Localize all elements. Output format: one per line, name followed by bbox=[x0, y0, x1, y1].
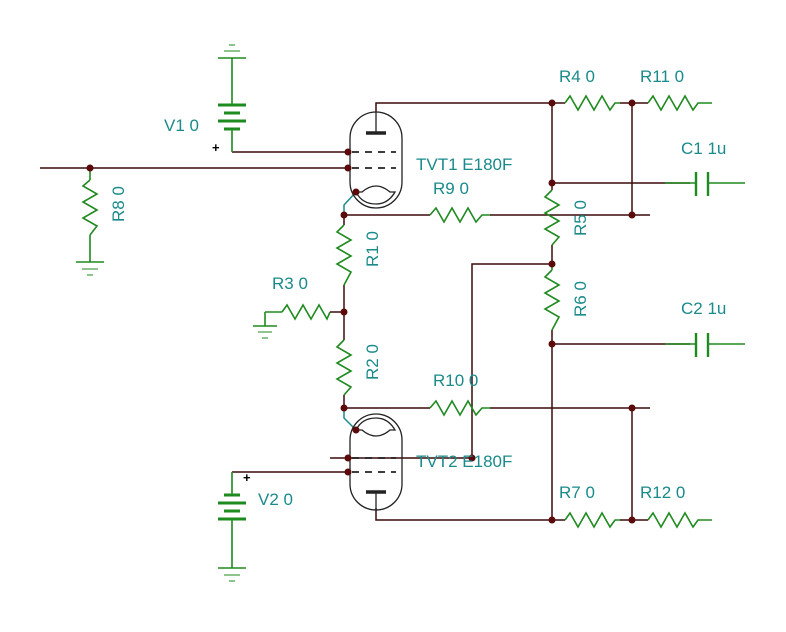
r6-feed-wire bbox=[471, 263, 552, 458]
label-r8: R8 0 bbox=[109, 186, 128, 222]
battery-v1 bbox=[218, 58, 246, 152]
label-r5: R5 0 bbox=[571, 200, 590, 236]
junction-dot bbox=[344, 164, 352, 172]
capacitor-c2 bbox=[665, 333, 745, 357]
resistors bbox=[81, 94, 712, 529]
junction-dot bbox=[468, 454, 476, 462]
label-r1: R1 0 bbox=[363, 231, 382, 267]
label-r6: R6 0 bbox=[571, 281, 590, 317]
junction-dot bbox=[628, 516, 636, 524]
v1-plus-sign: + bbox=[212, 140, 220, 155]
resistor-r4 bbox=[564, 94, 620, 112]
junction-dot bbox=[628, 211, 636, 219]
label-c1: C1 1u bbox=[681, 139, 726, 158]
junction-dot bbox=[548, 99, 556, 107]
component-labels: V1 0 V2 0 R4 0 R11 0 C1 1u TVT1 E180F R9… bbox=[109, 67, 726, 509]
resistor-r2 bbox=[335, 339, 353, 396]
junction-dot bbox=[340, 211, 348, 219]
junction-dots bbox=[86, 99, 636, 524]
capacitors bbox=[665, 172, 745, 357]
junction-dot bbox=[340, 404, 348, 412]
junction-dot bbox=[344, 468, 352, 476]
ground-r8 bbox=[76, 261, 104, 276]
tvt2-anode-wire bbox=[375, 508, 552, 521]
resistor-r10 bbox=[429, 399, 490, 417]
label-v2: V2 0 bbox=[258, 490, 293, 509]
label-r4: R4 0 bbox=[559, 67, 595, 86]
junction-dot bbox=[548, 260, 556, 268]
resistor-r1 bbox=[335, 224, 353, 286]
resistor-r11 bbox=[647, 94, 712, 112]
label-tvt2: TVT2 E180F bbox=[416, 452, 512, 471]
battery-v2 bbox=[218, 472, 246, 568]
junction-dot bbox=[548, 516, 556, 524]
ground-v2 bbox=[218, 567, 246, 582]
label-r2: R2 0 bbox=[363, 344, 382, 380]
ground-r3 bbox=[253, 312, 277, 339]
label-tvt1: TVT1 E180F bbox=[416, 155, 512, 174]
label-r11: R11 0 bbox=[640, 67, 684, 86]
resistor-r7 bbox=[564, 511, 620, 529]
junction-dot bbox=[344, 454, 352, 462]
label-v1: V1 0 bbox=[164, 116, 199, 135]
junction-dot bbox=[344, 148, 352, 156]
v2-plus-sign: + bbox=[243, 470, 251, 485]
label-r10: R10 0 bbox=[433, 371, 478, 390]
junction-dot bbox=[628, 404, 636, 412]
junction-dot bbox=[352, 426, 360, 434]
capacitor-c1 bbox=[665, 172, 745, 196]
junction-dot bbox=[628, 99, 636, 107]
label-r9: R9 0 bbox=[433, 179, 469, 198]
label-c2: C2 1u bbox=[681, 299, 726, 318]
resistor-r12 bbox=[647, 511, 712, 529]
label-r3: R3 0 bbox=[272, 274, 308, 293]
resistor-r5 bbox=[543, 189, 561, 246]
tvt1-anode-wire bbox=[375, 102, 552, 112]
label-r12: R12 0 bbox=[640, 483, 685, 502]
junction-dot bbox=[86, 164, 94, 172]
resistor-r9 bbox=[429, 206, 490, 224]
tube-tvt2 bbox=[349, 413, 403, 511]
junction-dot bbox=[548, 340, 556, 348]
junction-dot bbox=[352, 188, 360, 196]
resistor-r6 bbox=[543, 269, 561, 331]
ground-v1 bbox=[218, 44, 246, 59]
junction-dot bbox=[548, 179, 556, 187]
label-r7: R7 0 bbox=[559, 483, 595, 502]
resistor-r3 bbox=[281, 303, 331, 321]
tube-tvt1 bbox=[349, 111, 403, 209]
resistor-r8 bbox=[81, 179, 99, 236]
junction-dot bbox=[340, 308, 348, 316]
